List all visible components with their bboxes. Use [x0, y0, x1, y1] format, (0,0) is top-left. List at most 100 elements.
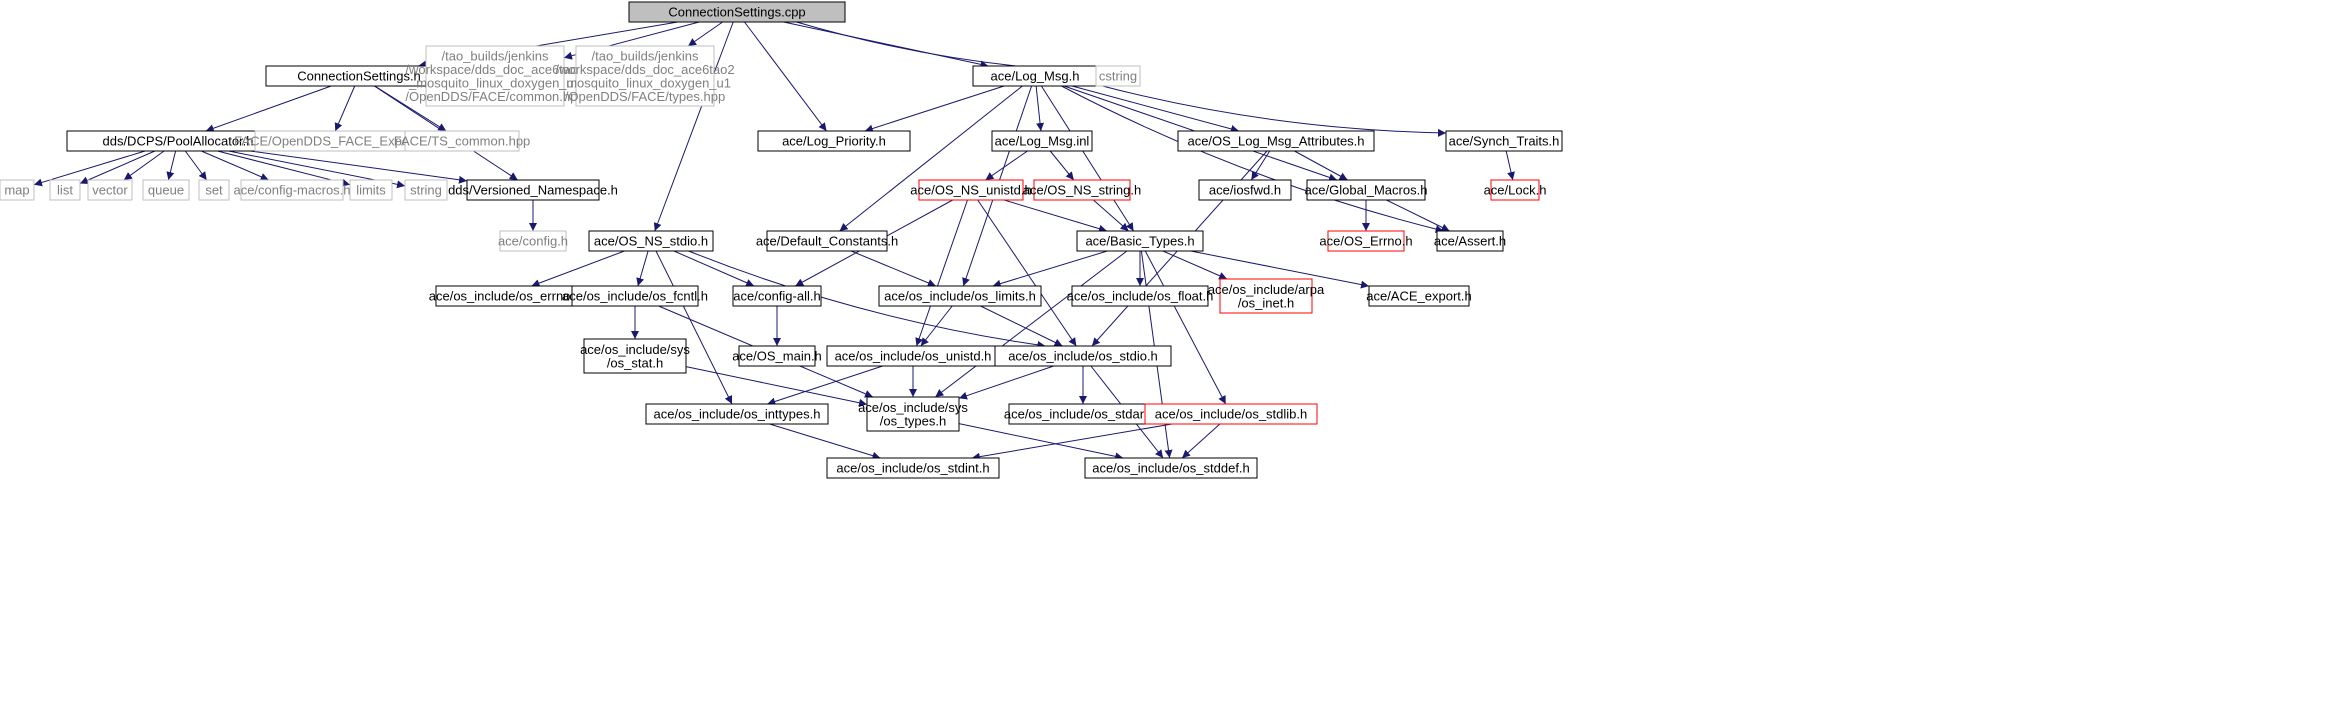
node-ace-os-ns-stdio-h[interactable]: ace/OS_NS_stdio.h — [588, 230, 714, 252]
edge-ace-os-include-sys-os-stat-h-to-ace-os-include-sys-os-types-h — [685, 366, 868, 407]
edge-dds-dcps-poolallocator-h-to-queue — [166, 150, 177, 181]
edge-ace-log-msg-h-to-ace-synch-traits-h — [1096, 84, 1447, 137]
node-ace-os-include-os-stdint-h[interactable]: ace/os_include/os_stdint.h — [826, 457, 1000, 479]
node-box — [757, 130, 911, 152]
node-ace-os-include-arpa-os-inet-h[interactable]: ace/os_include/arpa/os_inet.h — [1208, 278, 1325, 314]
edge-connectionsettings-h-to-dds-dcps-poolallocator-h — [205, 85, 332, 133]
node-ace-log-msg-inl[interactable]: ace/Log_Msg.inl — [991, 130, 1093, 152]
edge-dds-dcps-poolallocator-h-to-ace-config-macros-h — [201, 150, 269, 181]
edge-ace-synch-traits-h-to-ace-lock-h — [1505, 150, 1515, 181]
node-ace-synch-traits-h[interactable]: ace/Synch_Traits.h — [1445, 130, 1563, 152]
edge-connectionsettings-cpp-to-tao-builds-jenkins-workspace-dds-doc-ace6tao2-mosquito-linux-doxygen-u1-opendds-face-types-hpp — [687, 21, 723, 47]
node-ace-os-main-h[interactable]: ace/OS_main.h — [732, 345, 822, 367]
dependency-edges — [33, 21, 1515, 461]
node-ace-assert-h[interactable]: ace/Assert.h — [1434, 230, 1506, 252]
edge-ace-os-log-msg-attributes-h-to-ace-iosfwd-h — [1250, 150, 1271, 181]
node-box — [1071, 285, 1209, 307]
node-label: ace/os_include/os_inttypes.h — [654, 407, 821, 422]
node-label: dds/Versioned_Namespace.h — [448, 183, 618, 198]
node-box — [571, 285, 699, 307]
edge-ace-os-ns-stdio-h-to-ace-os-include-os-stdio-h — [688, 250, 1046, 349]
node-ace-config-all-h[interactable]: ace/config-all.h — [732, 285, 822, 307]
node-ace-os-include-os-errno-h[interactable]: ace/os_include/os_errno.h — [429, 285, 582, 307]
edge-ace-basic-types-h-to-ace-os-include-arpa-os-inet-h — [1162, 250, 1228, 280]
edge-ace-log-msg-h-to-ace-assert-h — [1061, 85, 1444, 233]
node-box — [1033, 179, 1131, 201]
node-ace-log-priority-h[interactable]: ace/Log_Priority.h — [757, 130, 911, 152]
edge-ace-basic-types-h-to-ace-ace-export-h — [1190, 250, 1370, 289]
edge-ace-os-include-os-inttypes-h-to-ace-os-include-os-stdint-h — [769, 423, 881, 460]
node-label: ConnectionSettings.h — [297, 69, 421, 84]
node-ace-os-include-sys-os-stat-h[interactable]: ace/os_include/sys/os_stat.h — [580, 338, 690, 374]
node-ace-os-log-msg-attributes-h[interactable]: ace/OS_Log_Msg_Attributes.h — [1177, 130, 1375, 152]
node-box — [1368, 285, 1470, 307]
node-ace-os-include-os-stdio-h[interactable]: ace/os_include/os_stdio.h — [994, 345, 1172, 367]
node-label: ace/os_include/os_unistd.h — [835, 349, 992, 364]
node-ace-os-include-os-stddef-h[interactable]: ace/os_include/os_stddef.h — [1084, 457, 1258, 479]
node-ace-default-constants-h[interactable]: ace/Default_Constants.h — [756, 230, 898, 252]
node-box — [766, 230, 888, 252]
node-label: /workspace/dds_doc_ace6tao2 — [405, 62, 584, 77]
node-label: ace/iosfwd.h — [1209, 183, 1281, 198]
node-ace-os-include-os-stdlib-h[interactable]: ace/os_include/os_stdlib.h — [1144, 403, 1318, 425]
edge-connectionsettings-h-to-face-opendds-face-export-h — [334, 85, 356, 132]
edge-dds-dcps-poolallocator-h-to-dds-versioned-namespace-h — [250, 150, 468, 184]
node-dds-versioned-namespace-h[interactable]: dds/Versioned_Namespace.h — [448, 179, 618, 201]
node-set: set — [198, 179, 230, 201]
node-ace-lock-h[interactable]: ace/Lock.h — [1484, 179, 1547, 201]
node-ace-os-include-os-unistd-h[interactable]: ace/os_include/os_unistd.h — [826, 345, 1000, 367]
node-label: ace/os_include/os_errno.h — [429, 289, 582, 304]
node-label: ace/Assert.h — [1434, 234, 1506, 249]
node-connectionsettings-cpp[interactable]: ConnectionSettings.cpp — [628, 1, 846, 23]
node-ace-os-ns-unistd-h[interactable]: ace/OS_NS_unistd.h — [910, 179, 1032, 201]
node-box — [1436, 230, 1504, 252]
node-ace-global-macros-h[interactable]: ace/Global_Macros.h — [1305, 179, 1428, 201]
edge-ace-basic-types-h-to-ace-os-include-os-limits-h — [992, 250, 1108, 288]
file-nodes: ConnectionSettings.cppConnectionSettings… — [0, 1, 1563, 479]
node-label: /os_inet.h — [1238, 295, 1294, 310]
node-box — [240, 179, 344, 201]
node-label: ace/OS_Errno.h — [1319, 234, 1412, 249]
edge-ace-global-macros-h-to-ace-assert-h — [1386, 199, 1450, 232]
edge-connectionsettings-cpp-to-cstring — [796, 21, 1097, 76]
node-ace-os-errno-h[interactable]: ace/OS_Errno.h — [1319, 230, 1413, 252]
node-connectionsettings-h[interactable]: ConnectionSettings.h — [265, 65, 453, 87]
node-box — [1095, 65, 1141, 87]
node-ace-os-include-os-stdarg-h[interactable]: ace/os_include/os_stdarg.h — [1004, 403, 1162, 425]
node-ace-os-include-os-inttypes-h[interactable]: ace/os_include/os_inttypes.h — [645, 403, 829, 425]
node-box — [1198, 179, 1292, 201]
edge-connectionsettings-cpp-to-ace-log-msg-h — [783, 21, 989, 69]
node-limits: limits — [349, 179, 393, 201]
node-ace-os-include-sys-os-types-h[interactable]: ace/os_include/sys/os_types.h — [858, 396, 968, 432]
node-ace-iosfwd-h[interactable]: ace/iosfwd.h — [1198, 179, 1292, 201]
edge-ace-os-ns-stdio-h-to-ace-config-all-h — [673, 250, 755, 287]
node-box — [1445, 130, 1563, 152]
edge-connectionsettings-cpp-to-ace-log-priority-h — [744, 21, 827, 132]
node-queue: queue — [142, 179, 190, 201]
node-label: ace/OS_Log_Msg_Attributes.h — [1187, 134, 1364, 149]
node-ace-os-ns-string-h[interactable]: ace/OS_NS_string.h — [1023, 179, 1142, 201]
edge-ace-os-include-os-stdlib-h-to-ace-os-include-os-stddef-h — [1181, 423, 1221, 459]
node-dds-dcps-poolallocator-h[interactable]: dds/DCPS/PoolAllocator.h — [66, 130, 290, 152]
node-box — [994, 345, 1172, 367]
node-box — [628, 1, 846, 23]
node-ace-ace-export-h[interactable]: ace/ACE_export.h — [1366, 285, 1472, 307]
edge-dds-dcps-poolallocator-h-to-vector — [123, 150, 165, 181]
node-ace-os-include-os-limits-h[interactable]: ace/os_include/os_limits.h — [878, 285, 1042, 307]
node-label: ace/os_include/os_stdarg.h — [1004, 407, 1162, 422]
node-ace-basic-types-h[interactable]: ace/Basic_Types.h — [1076, 230, 1204, 252]
node-label: ace/os_include/os_float.h — [1067, 289, 1214, 304]
node-box — [732, 285, 822, 307]
node-box — [878, 285, 1042, 307]
node-label: ace/config.h — [498, 234, 568, 249]
node-ace-log-msg-h[interactable]: ace/Log_Msg.h — [972, 65, 1098, 87]
node-label: ConnectionSettings.cpp — [668, 5, 805, 20]
node-box — [1144, 403, 1318, 425]
edge-ace-default-constants-h-to-ace-os-include-os-limits-h — [851, 250, 936, 287]
node-label: ace/os_include/arpa — [1208, 282, 1325, 297]
node-ace-os-include-os-fcntl-h[interactable]: ace/os_include/os_fcntl.h — [562, 285, 708, 307]
node-box — [0, 179, 35, 201]
node-ace-os-include-os-float-h[interactable]: ace/os_include/os_float.h — [1067, 285, 1214, 307]
node-label: ace/OS_NS_string.h — [1023, 183, 1142, 198]
